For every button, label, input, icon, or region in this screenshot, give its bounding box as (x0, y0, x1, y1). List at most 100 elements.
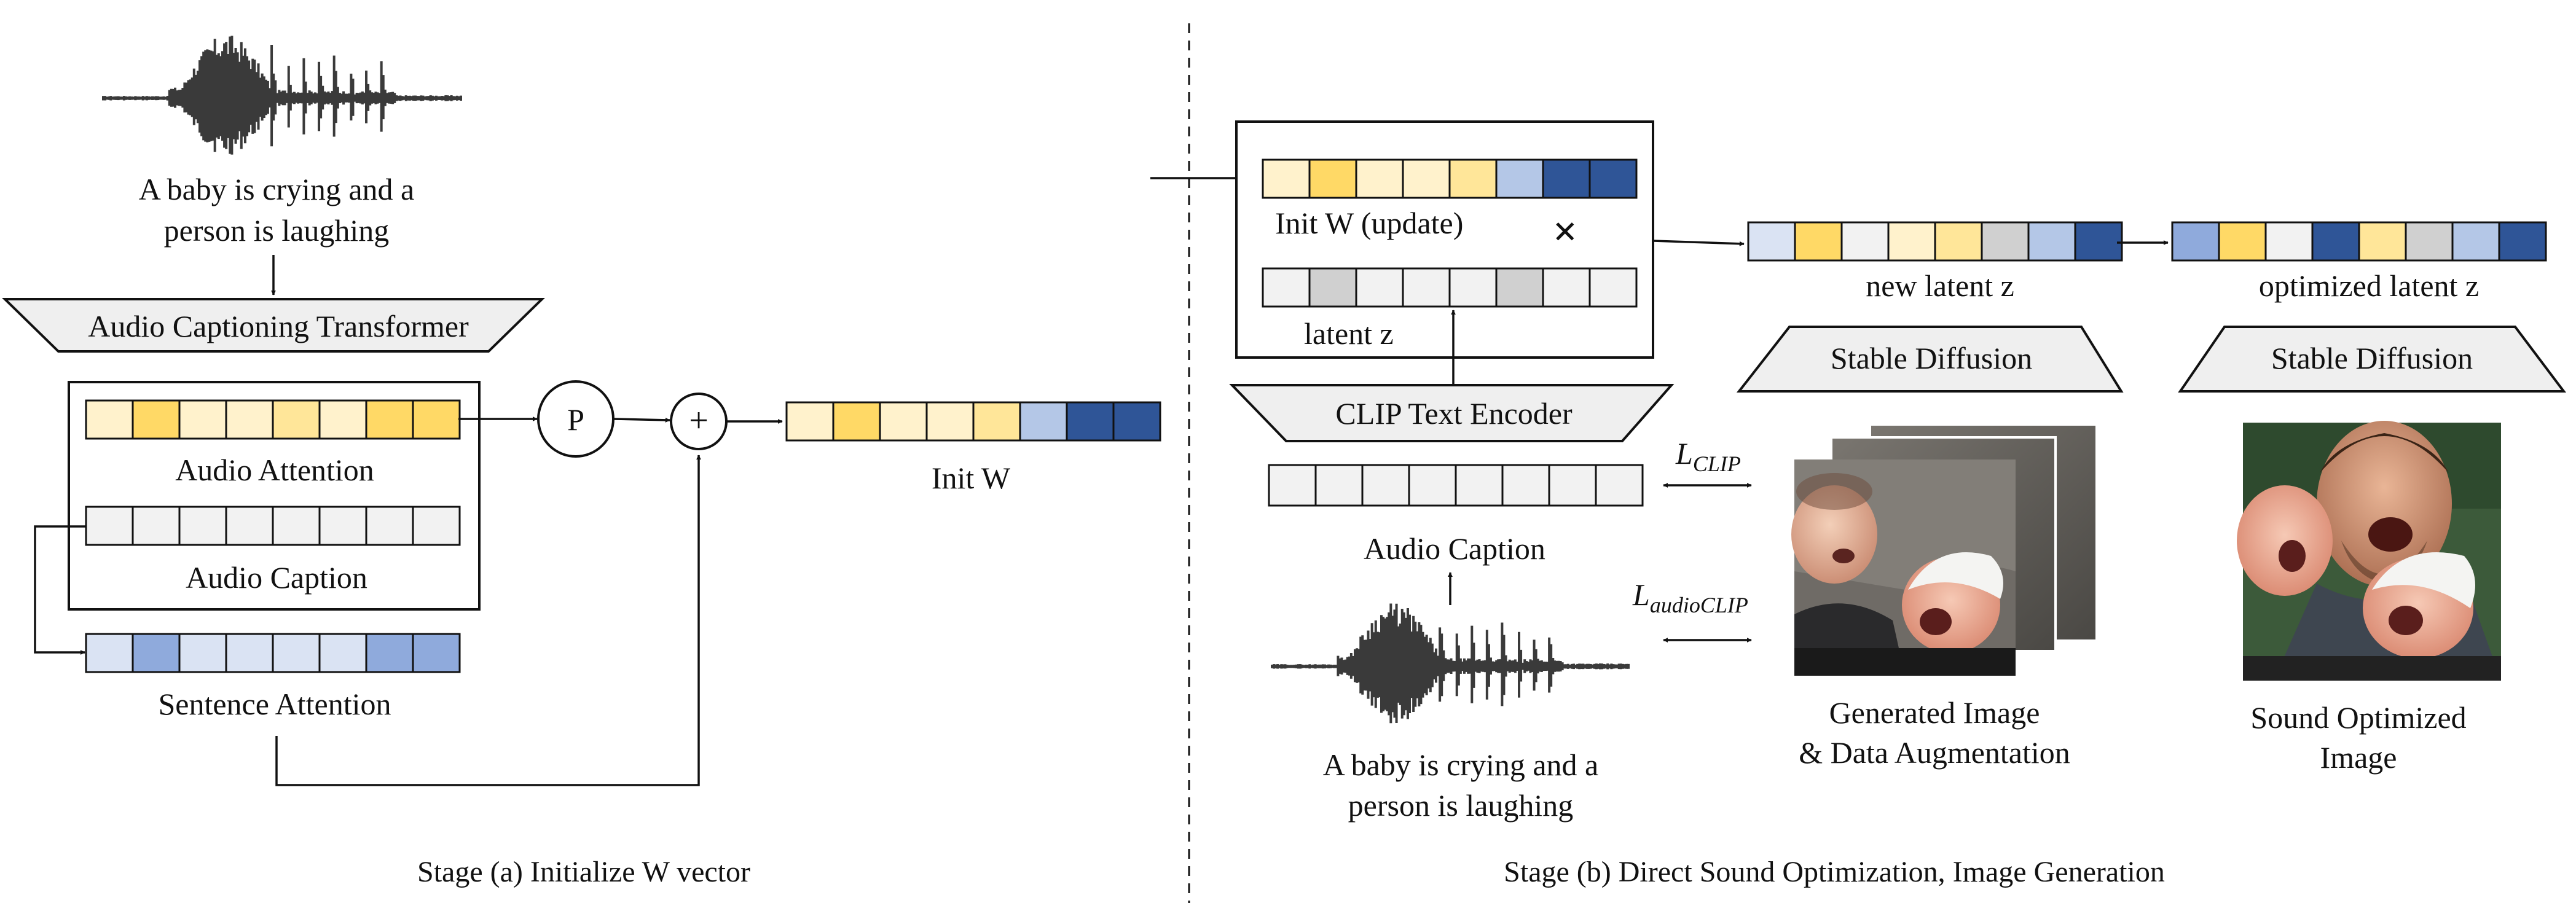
stage-a-title: Stage (a) Initialize W vector (417, 856, 750, 888)
vector-cell (879, 401, 928, 442)
vector-cell (1314, 464, 1364, 507)
vector-cell (925, 401, 975, 442)
vector-cell (272, 399, 321, 440)
vector-cell (1934, 221, 1983, 262)
init-w-update-label: Init W (update) (1275, 206, 1463, 240)
init-w-label: Init W (932, 461, 1011, 495)
vector-cell (1747, 221, 1796, 262)
audio-waveform-b (1271, 603, 1630, 724)
vector-cell (1308, 158, 1357, 199)
vector-cell (1268, 464, 1317, 507)
vector-cell (225, 399, 274, 440)
vector-cell (1262, 267, 1311, 308)
pool-symbol: P (567, 402, 584, 437)
vector-cell (1448, 267, 1498, 308)
arrow-to-sentence-attention (34, 525, 86, 655)
vector-cell (225, 633, 274, 673)
vector-cell (1361, 464, 1410, 507)
vector-cell (225, 506, 274, 546)
latent-z-vector (1262, 267, 1638, 308)
vector-cell (2451, 221, 2500, 262)
vector-cell (412, 399, 461, 440)
new-latent-vector (1747, 221, 2123, 262)
vector-cell (2498, 221, 2547, 262)
vector-cell (1495, 158, 1544, 199)
vector-cell (1019, 401, 1068, 442)
audio-attention-vector (85, 399, 461, 440)
vector-cell (1455, 464, 1504, 507)
arrow-sentence-to-add (275, 455, 701, 786)
audio-caption-vector-a (85, 506, 461, 546)
vector-cell (132, 506, 181, 546)
generated-image-label-line1: Generated Image (1829, 695, 2040, 730)
vector-cell (1112, 401, 1161, 442)
loss-clip-label: LCLIP (1675, 436, 1741, 476)
latent-z-label: latent z (1304, 316, 1394, 351)
vector-cell (785, 401, 834, 442)
vector-cell (1588, 267, 1638, 308)
multiply-symbol: × (1553, 208, 1577, 256)
optimized-latent-label: optimized latent z (2259, 268, 2479, 303)
stable-diffusion-1-label: Stable Diffusion (1831, 341, 2032, 375)
vector-cell (412, 633, 461, 673)
optimized-image-label-line2: Image (2320, 740, 2397, 775)
vector-cell (1448, 158, 1498, 199)
vector-cell (272, 506, 321, 546)
vector-cell (85, 399, 134, 440)
loss-audioclip-label: LaudioCLIP (1632, 577, 1748, 617)
vector-cell (1840, 221, 1890, 262)
vector-cell (2074, 221, 2123, 262)
sound-optimized-image (2237, 421, 2501, 681)
stable-diffusion-1 (1736, 326, 2124, 393)
audio-caption-label-a: Audio Caption (186, 560, 367, 595)
vector-cell (2218, 221, 2267, 262)
vector-cell (1262, 158, 1311, 199)
vector-cell (1981, 221, 2030, 262)
vector-cell (2027, 221, 2076, 262)
vector-cell (412, 506, 461, 546)
generated-image-stack (1791, 426, 2095, 676)
act-label: Audio Captioning Transformer (88, 309, 469, 343)
audio-caption-label-b: Audio Caption (1364, 531, 1545, 566)
audio-attention-label: Audio Attention (175, 453, 374, 487)
vector-cell (2358, 221, 2407, 262)
vector-cell (2311, 221, 2360, 262)
vector-cell (1308, 267, 1357, 308)
clip-text-encoder (1229, 384, 1675, 442)
vector-cell (1066, 401, 1115, 442)
sentence-attention-label: Sentence Attention (158, 687, 391, 721)
vector-cell (1501, 464, 1550, 507)
vector-cell (85, 506, 134, 546)
vector-cell (1887, 221, 1936, 262)
stable-diffusion-2-label: Stable Diffusion (2271, 341, 2473, 375)
init-w-update-vector (1262, 158, 1638, 199)
vector-cell (1402, 267, 1451, 308)
arrow-to-add (613, 417, 670, 423)
vector-cell (318, 399, 367, 440)
vector-cell (972, 401, 1021, 442)
arrow-to-new-latent (1652, 240, 1745, 246)
clip-label: CLIP Text Encoder (1335, 396, 1573, 431)
generated-image-front (1791, 459, 2016, 676)
audio-waveform-a (102, 36, 462, 155)
vector-cell (178, 633, 227, 673)
vector-cell (1355, 267, 1404, 308)
vector-cell (1542, 158, 1591, 199)
vector-cell (318, 506, 367, 546)
vector-cell (178, 399, 227, 440)
new-latent-label: new latent z (1866, 268, 2014, 303)
vector-cell (318, 633, 367, 673)
vector-cell (2405, 221, 2454, 262)
init-w-vector (785, 401, 1161, 442)
audio-description-line1: A baby is crying and a (139, 172, 415, 206)
vector-cell (365, 633, 414, 673)
vector-cell (132, 399, 181, 440)
vector-cell (365, 399, 414, 440)
vector-cell (85, 633, 134, 673)
vector-cell (1542, 267, 1591, 308)
vector-cell (1595, 464, 1644, 507)
add-symbol: + (689, 402, 709, 440)
vector-cell (2171, 221, 2220, 262)
